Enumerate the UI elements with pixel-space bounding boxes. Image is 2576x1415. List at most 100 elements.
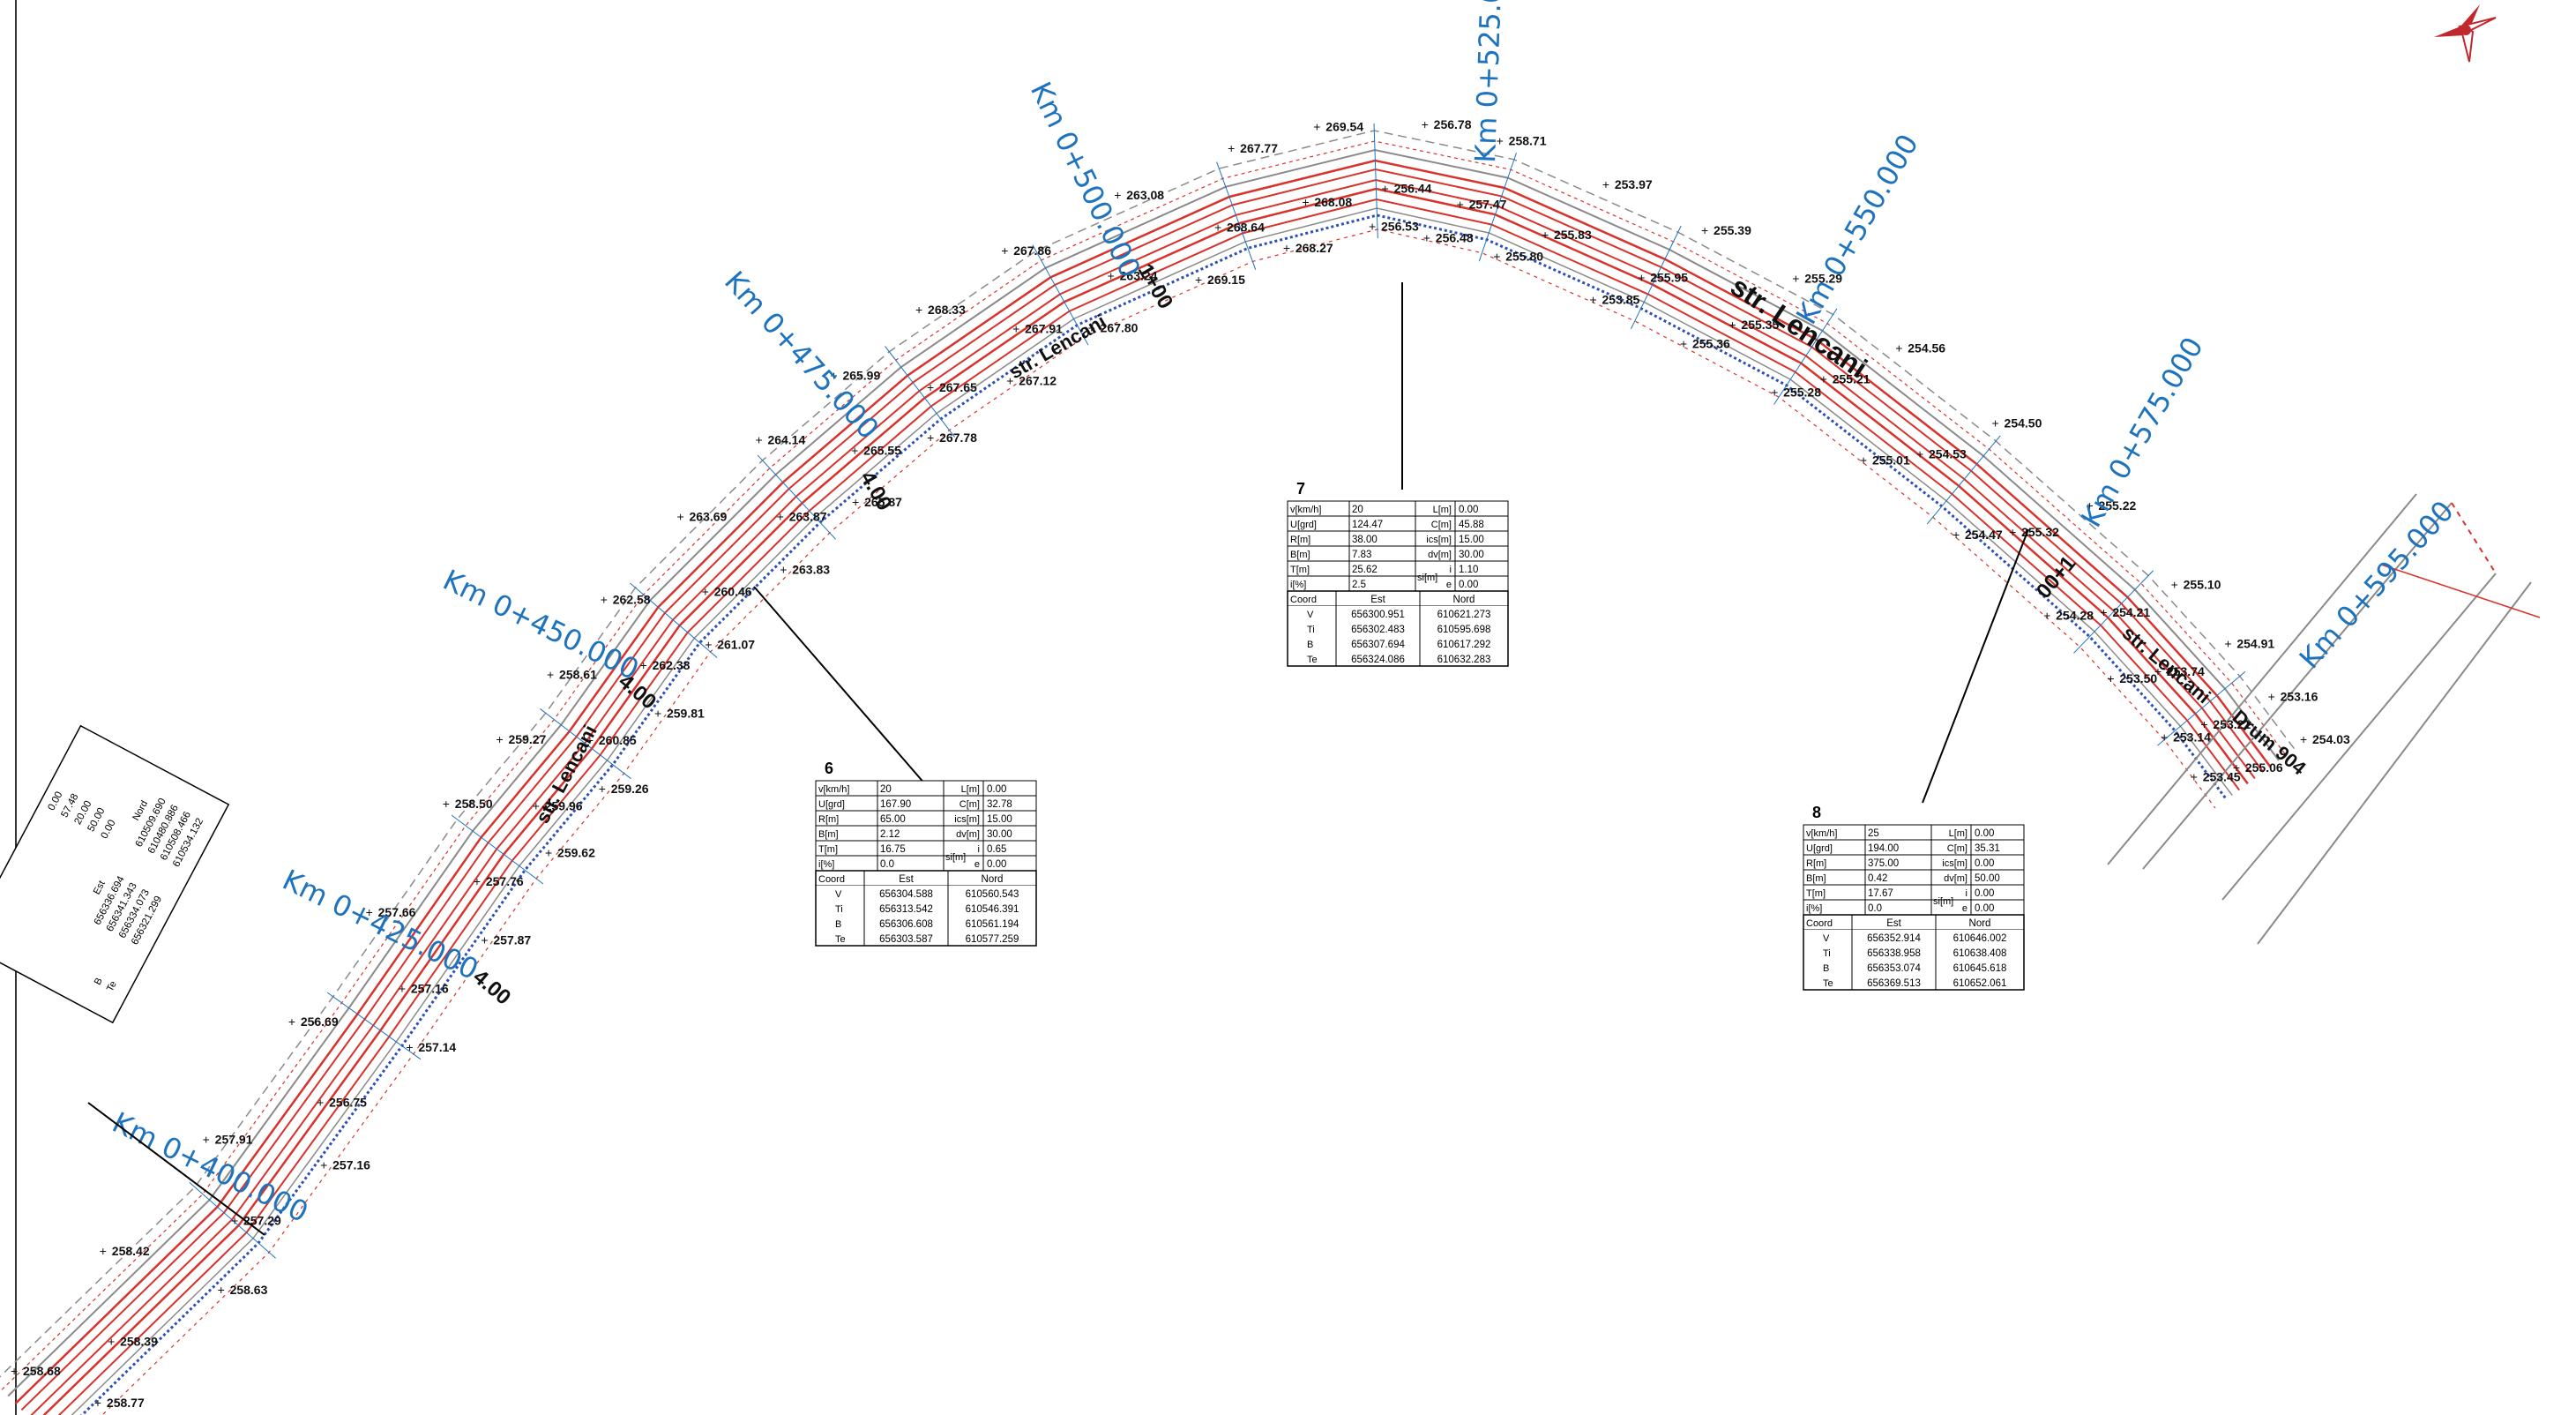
elevation-label: 258.42	[112, 1244, 150, 1258]
cross-section-line	[1216, 161, 1257, 271]
elevation-label: 259.26	[611, 782, 649, 796]
curve-table-id: 8	[1812, 804, 1821, 821]
coord-label: V	[1307, 610, 1314, 620]
param-label: C[m]	[1431, 520, 1452, 530]
svg-text:+: +	[755, 432, 762, 446]
elevation-label: 255.22	[2098, 498, 2136, 513]
elevation-point: +255.29	[1792, 272, 1842, 286]
elevation-label: 253.74	[2167, 664, 2205, 678]
elevation-point: +255.28	[1771, 385, 1821, 399]
svg-text:+: +	[2009, 525, 2016, 539]
km-label: Km 0+550.000	[1789, 129, 1925, 330]
param-value: 0.00	[1975, 903, 1994, 914]
svg-text:+: +	[1953, 528, 1960, 542]
param-label: dv[m]	[1428, 550, 1452, 560]
svg-text:+: +	[406, 1040, 413, 1054]
svg-text:+: +	[1895, 341, 1902, 356]
svg-text:+: +	[1701, 223, 1708, 237]
elevation-label: 255.35	[1741, 318, 1779, 332]
coord-north: 610632.283	[1437, 655, 1491, 665]
svg-text:+: +	[1228, 141, 1235, 155]
param-label: dv[m]	[956, 829, 980, 840]
param-label: T[m]	[1806, 888, 1826, 899]
param-value: 0.00	[987, 784, 1006, 795]
elevation-label: 253.16	[2281, 689, 2318, 703]
param-label: C[m]	[1947, 843, 1967, 854]
svg-text:+: +	[1423, 230, 1430, 244]
param-value: 1.10	[1459, 565, 1478, 575]
svg-text:+: +	[1590, 292, 1597, 306]
elevation-point: +257.14	[406, 1040, 456, 1054]
si-label: si[m]	[1417, 573, 1437, 583]
coord-east: Est	[1886, 918, 1901, 929]
svg-text:+: +	[1313, 120, 1320, 134]
elevation-point: +261.07	[705, 638, 755, 652]
coord-north: 610652.061	[1953, 978, 2007, 989]
elevation-label: 255.29	[1804, 272, 1842, 286]
cross-section-line	[2157, 670, 2246, 746]
elevation-point: +257.66	[366, 905, 416, 919]
elevation-point: +262.58	[601, 592, 651, 606]
param-value: 15.00	[987, 814, 1012, 825]
elevation-point: +259.26	[599, 782, 649, 796]
elevation-label: 257.76	[486, 874, 524, 888]
km-label: Km 0+575.000	[2074, 332, 2210, 533]
coord-north: Nord	[1969, 918, 1991, 929]
elevation-label: 268.08	[1314, 195, 1352, 209]
road-corridor	[0, 124, 2296, 1415]
elevation-point: +256.53	[1369, 220, 1419, 234]
svg-text:+: +	[777, 509, 784, 523]
svg-text:+: +	[1108, 268, 1115, 282]
km-label: Km 0+450.000	[437, 563, 644, 686]
elevation-point: +259.27	[497, 732, 547, 746]
elevation-point: +257.91	[203, 1133, 253, 1147]
param-label: U[grd]	[1290, 520, 1317, 530]
elevation-point: +254.28	[2043, 608, 2094, 622]
param-value: 0.42	[1868, 873, 1887, 884]
elevation-point: +259.81	[654, 707, 705, 721]
svg-text:+: +	[1422, 117, 1429, 131]
elevation-label: 259.96	[545, 799, 583, 813]
param-value: 0.0	[1868, 903, 1882, 914]
coord-label: Ti	[835, 904, 843, 915]
param-value: 45.88	[1459, 520, 1484, 530]
svg-text:+: +	[545, 846, 552, 860]
elevation-label: 267.80	[1101, 321, 1139, 335]
elevation-point: +259.96	[533, 799, 583, 813]
param-value: 0.00	[1975, 828, 1994, 839]
coord-north: 610621.273	[1437, 610, 1491, 620]
param-value: 2.5	[1352, 580, 1366, 590]
svg-text:+: +	[851, 443, 858, 457]
elevation-point: +267.91	[1012, 321, 1063, 335]
elevation-point: +267.77	[1228, 141, 1278, 155]
svg-text:+: +	[915, 303, 922, 317]
elevation-point: +257.47	[1457, 198, 1507, 212]
coord-east: 656302.483	[1351, 625, 1405, 635]
elevation-label: 255.36	[1692, 337, 1730, 351]
coord-north: Nord	[1453, 595, 1475, 605]
side-road	[2107, 493, 2541, 945]
coord-east: 656313.542	[879, 904, 933, 915]
elevation-point: +253.14	[2161, 730, 2211, 745]
elevation-label: 256.53	[1381, 220, 1419, 234]
elevation-label: 257.14	[418, 1040, 456, 1054]
svg-text:+: +	[599, 782, 606, 796]
svg-text:+: +	[1916, 447, 1923, 461]
elevation-point: +254.21	[2100, 605, 2150, 619]
road-edge-line	[0, 130, 2296, 1378]
param-value: 20	[1352, 505, 1363, 515]
elevation-point: +254.56	[1895, 341, 1945, 356]
svg-text:+: +	[2233, 760, 2240, 775]
coord-label: V	[1823, 933, 1830, 944]
svg-text:+: +	[1680, 337, 1687, 351]
elevation-point: +269.54	[1313, 120, 1363, 134]
svg-text:+: +	[1792, 272, 1799, 286]
cross-section-line	[1926, 435, 2001, 525]
elevation-point: +258.39	[108, 1334, 158, 1348]
elevation-point: +255.80	[1493, 250, 1543, 264]
param-label: R[m]	[1806, 858, 1826, 869]
param-label: T[m]	[818, 844, 838, 855]
elevation-label: 258.61	[559, 667, 597, 681]
